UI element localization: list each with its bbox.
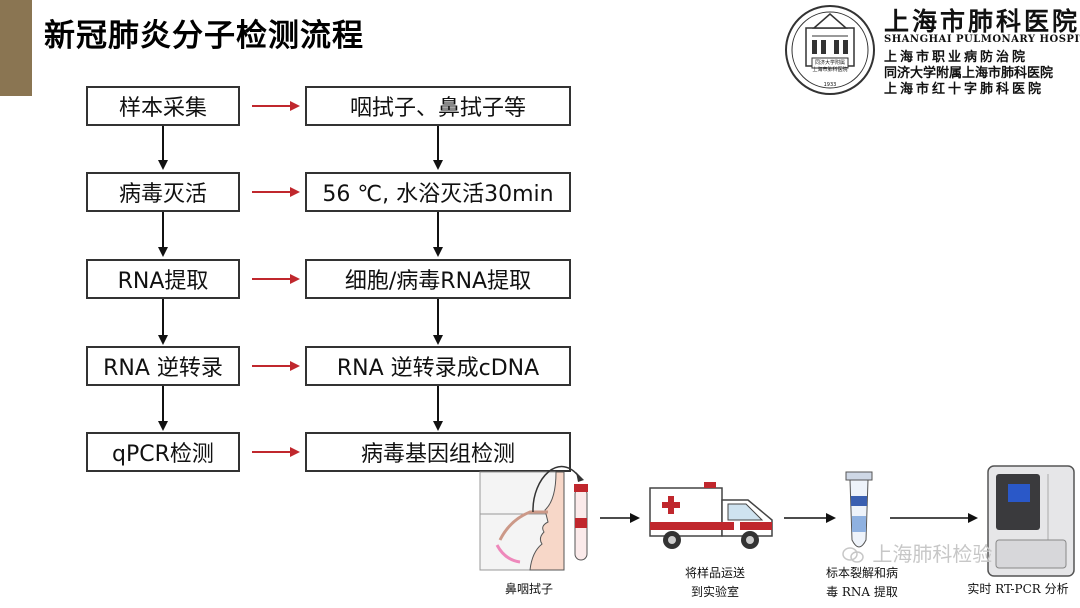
- seal-text-1: 同济大学附属: [815, 59, 845, 66]
- detail-box-swab: 咽拭子、鼻拭子等: [305, 86, 571, 126]
- hospital-seal-icon: [785, 5, 875, 95]
- page-title: 新冠肺炎分子检测流程: [44, 18, 364, 54]
- ambulance-icon: [649, 482, 773, 549]
- accent-bar: [0, 0, 32, 96]
- caption-rt-pcr: 实时 RT-PCR 分析: [967, 582, 1069, 596]
- step-box-inactivation: 病毒灭活: [86, 172, 240, 212]
- seal-text-2: 上海市肺科医院: [812, 66, 847, 73]
- step-box-rna-extraction: RNA提取: [86, 259, 240, 299]
- caption-transport-2: 到实验室: [690, 585, 739, 599]
- hospital-line-3: 同济大学附属上海市肺科医院: [884, 66, 1054, 81]
- watermark-text: 上海肺科检验: [872, 542, 993, 566]
- detail-box-genome: 病毒基因组检测: [305, 432, 571, 472]
- watermark: 上海肺科检验: [842, 538, 992, 567]
- step-box-reverse-transcription: RNA 逆转录: [86, 346, 240, 386]
- detail-box-cell-rna: 细胞/病毒RNA提取: [305, 259, 571, 299]
- detail-box-cdna: RNA 逆转录成cDNA: [305, 346, 571, 386]
- detail-box-water-bath: 56 ℃, 水浴灭活30min: [305, 172, 571, 212]
- hospital-name-cn: 上海市肺科医院: [884, 7, 1080, 36]
- hospital-line-4: 上海市红十字肺科医院: [884, 82, 1045, 97]
- red-arrows: [252, 101, 300, 457]
- pcr-machine-icon: [987, 465, 1075, 577]
- spin-column-icon: [845, 471, 873, 548]
- nasopharyngeal-head-icon: [479, 465, 584, 571]
- caption-extraction-2: 毒 RNA 提取: [826, 585, 898, 599]
- caption-extraction-1: 标本裂解和病: [825, 566, 898, 580]
- seal-year: 1933: [824, 82, 837, 88]
- hospital-line-2: 上海市职业病防治院: [884, 50, 1029, 65]
- hospital-name-en: SHANGHAI PULMONARY HOSPITAL: [884, 34, 1080, 45]
- wechat-icon: [842, 544, 864, 563]
- caption-transport-1: 将样品运送: [684, 566, 745, 580]
- step-box-qpcr: qPCR检测: [86, 432, 240, 472]
- step-box-sample-collection: 样本采集: [86, 86, 240, 126]
- caption-swab: 鼻咽拭子: [504, 582, 553, 596]
- swab-tube-icon: [574, 484, 588, 561]
